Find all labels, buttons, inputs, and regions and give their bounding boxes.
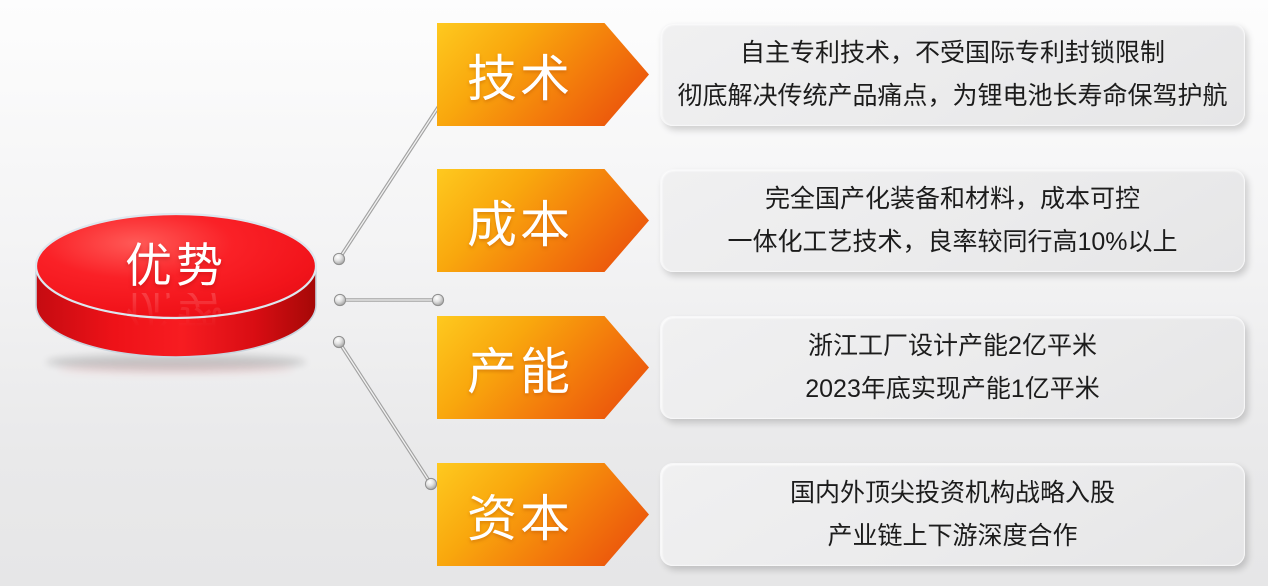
category-arrow-capacity: 产能 [437, 316, 649, 419]
category-label-tech: 技术 [467, 50, 573, 107]
disk-label: 优势 [125, 239, 227, 292]
connector-node-icon [332, 335, 346, 349]
category-arrow-cost: 成本 [437, 169, 649, 272]
detail-box-tech: 自主专利技术，不受国际专利封锁限制 彻底解决传统产品痛点，为锂电池长寿命保驾护航 [660, 23, 1245, 126]
advantage-row-tech: 技术 自主专利技术，不受国际专利封锁限制 彻底解决传统产品痛点，为锂电池长寿命保… [437, 23, 1245, 126]
detail-line: 2023年底实现产能1亿平米 [805, 374, 1100, 403]
detail-line: 自主专利技术，不受国际专利封锁限制 [739, 38, 1165, 67]
category-label-capital: 资本 [467, 490, 573, 547]
disk-graphic [34, 212, 318, 375]
detail-box-capacity: 浙江工厂设计产能2亿平米 2023年底实现产能1亿平米 [660, 316, 1245, 419]
connector-node-icon [431, 293, 445, 307]
detail-line: 彻底解决传统产品痛点，为锂电池长寿命保驾护航 [677, 81, 1228, 110]
category-arrow-tech: 技术 [437, 23, 649, 126]
detail-line: 产业链上下游深度合作 [827, 521, 1078, 550]
connector-node-icon [333, 293, 347, 307]
detail-line: 国内外顶尖投资机构战略入股 [789, 478, 1115, 507]
connector-cost [333, 293, 445, 307]
disk-label-reflection: 优势 [125, 293, 227, 333]
connector-capital [332, 335, 438, 491]
category-label-cost: 成本 [467, 196, 573, 253]
detail-box-capital: 国内外顶尖投资机构战略入股 产业链上下游深度合作 [660, 463, 1245, 566]
detail-line: 一体化工艺技术，良率较同行高10%以上 [727, 227, 1178, 256]
category-label-capacity: 产能 [467, 343, 573, 400]
category-arrow-capital: 资本 [437, 463, 649, 566]
advantage-row-cost: 成本 完全国产化装备和材料，成本可控 一体化工艺技术，良率较同行高10%以上 [437, 169, 1245, 272]
connector-node-icon [424, 477, 438, 491]
advantage-row-capital: 资本 国内外顶尖投资机构战略入股 产业链上下游深度合作 [437, 463, 1245, 566]
advantage-disk: 优势 优势 [28, 209, 324, 389]
connector-node-icon [332, 252, 346, 266]
detail-box-cost: 完全国产化装备和材料，成本可控 一体化工艺技术，良率较同行高10%以上 [660, 169, 1245, 272]
detail-line: 浙江工厂设计产能2亿平米 [808, 331, 1097, 360]
advantage-row-capacity: 产能 浙江工厂设计产能2亿平米 2023年底实现产能1亿平米 [437, 316, 1245, 419]
detail-line: 完全国产化装备和材料，成本可控 [764, 184, 1140, 213]
